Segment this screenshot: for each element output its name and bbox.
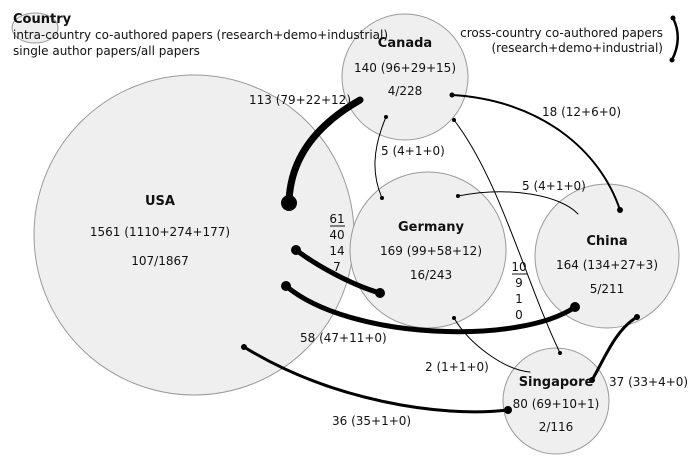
legend-cross-label-1: cross-country co-authored papers	[460, 26, 663, 40]
edge-usa-singapore-end-a	[241, 344, 247, 350]
singapore-single: 2/116	[539, 420, 574, 434]
stack-canada-singapore-1: 10	[511, 260, 526, 274]
stack-usa-germany-3: 14	[329, 244, 344, 258]
edge-china-singapore-end-b	[589, 377, 595, 383]
singapore-intra: 80 (69+10+1)	[513, 397, 600, 411]
canada-intra: 140 (96+29+15)	[354, 61, 456, 75]
canada-name: Canada	[378, 36, 432, 51]
stack-usa-germany-1: 61	[329, 212, 344, 226]
legend-country-label: Country	[13, 12, 72, 27]
legend-cross-label-2: (research+demo+industrial)	[492, 41, 664, 55]
stack-canada-singapore-4: 0	[515, 308, 523, 322]
edge-canada-china-end-a	[449, 92, 455, 98]
stack-canada-singapore-3: 1	[515, 292, 523, 306]
label-germany-china: 5 (4+1+0)	[522, 179, 586, 193]
edge-china-singapore-end-a	[634, 314, 640, 320]
edge-usa-china-end-b	[570, 302, 580, 312]
edge-canada-singapore	[453, 119, 561, 354]
china-single: 5/211	[590, 282, 625, 296]
stack-usa-germany-4: 7	[333, 260, 341, 274]
edge-germany-china	[457, 191, 579, 215]
edge-usa-germany	[293, 247, 383, 296]
canada-single: 4/228	[388, 84, 423, 98]
edge-germany-china-end-a	[456, 194, 460, 198]
edge-usa-canada	[285, 96, 364, 207]
usa-name: USA	[145, 194, 175, 209]
legend-cross-line	[670, 16, 679, 62]
stack-canada-singapore-2: 9	[515, 276, 523, 290]
germany-intra: 169 (99+58+12)	[380, 244, 482, 258]
china-name: China	[586, 234, 627, 249]
canada-circle	[341, 13, 469, 141]
edge-germany-singapore-end	[452, 316, 456, 320]
singapore-circle	[502, 347, 610, 455]
label-germany-singapore: 2 (1+1+0)	[425, 360, 489, 374]
edge-canada-china-end-b	[617, 207, 623, 213]
edge-china-singapore	[590, 315, 639, 382]
edge-usa-china-end-a	[281, 281, 291, 291]
legend-single-label: single author papers/all papers	[13, 44, 200, 58]
edge-germany-singapore	[453, 317, 531, 373]
germany-circle	[349, 171, 507, 329]
usa-single: 107/1867	[131, 254, 189, 268]
edge-usa-china	[283, 283, 578, 335]
edge-canada-germany-end-b	[380, 196, 384, 200]
edge-usa-germany-end-b	[375, 288, 385, 298]
label-canada-germany: 5 (4+1+0)	[381, 144, 445, 158]
singapore-name: Singapore	[519, 375, 594, 390]
china-intra: 164 (134+27+3)	[556, 258, 658, 272]
legend-intra-label: intra-country co-authored papers (resear…	[13, 28, 388, 42]
label-canada-china: 18 (12+6+0)	[542, 105, 621, 119]
edge-usa-germany-end-a	[291, 245, 301, 255]
stack-usa-germany-2: 40	[329, 228, 344, 242]
edge-usa-singapore	[242, 345, 510, 414]
edge-usa-canada-end	[281, 195, 297, 211]
edge-canada-singapore-end-a	[452, 118, 456, 122]
edge-canada-germany	[374, 116, 387, 199]
label-usa-canada: 113 (79+22+12)	[249, 93, 351, 107]
edge-canada-germany-end-a	[384, 115, 388, 119]
legend-cross-line-end-a	[670, 15, 676, 21]
label-usa-singapore: 36 (35+1+0)	[332, 414, 411, 428]
edge-canada-singapore-end-b	[558, 351, 562, 355]
edge-usa-singapore-end-b	[504, 406, 512, 414]
usa-intra: 1561 (1110+274+177)	[90, 225, 230, 239]
legend-cross-line-end-b	[669, 57, 675, 63]
germany-name: Germany	[398, 220, 464, 235]
germany-single: 16/243	[410, 268, 452, 282]
label-usa-china: 58 (47+11+0)	[300, 331, 387, 345]
china-circle	[534, 183, 680, 329]
label-china-singapore: 37 (33+4+0)	[609, 375, 688, 389]
legend-country-circle	[11, 12, 59, 44]
edge-canada-china	[451, 94, 621, 211]
